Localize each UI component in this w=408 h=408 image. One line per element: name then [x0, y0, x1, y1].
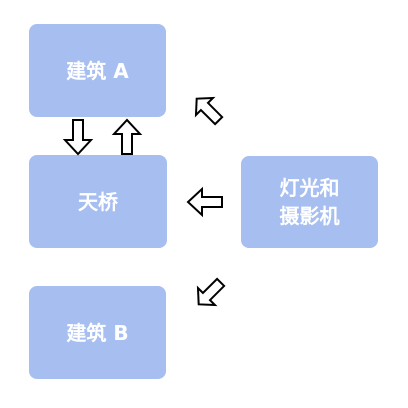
node-building-b: 建筑 B [29, 286, 166, 379]
arrow-up-left-icon [194, 96, 224, 126]
arrow-down-icon [62, 119, 94, 156]
node-skybridge: 天桥 [29, 155, 167, 248]
node-skybridge-label: 天桥 [78, 189, 118, 214]
node-lights-camera-label-line1: 灯光和 [279, 176, 340, 200]
node-building-a: 建筑 A [29, 24, 166, 117]
node-lights-camera-label-line2: 摄影机 [279, 204, 340, 228]
arrow-down-left-icon [196, 277, 226, 307]
node-lights-camera: 灯光和 摄影机 [241, 156, 378, 248]
node-building-b-label: 建筑 B [66, 320, 129, 345]
arrow-up-icon [111, 118, 143, 155]
arrow-left-icon [186, 186, 223, 218]
node-building-a-label: 建筑 A [66, 58, 129, 83]
